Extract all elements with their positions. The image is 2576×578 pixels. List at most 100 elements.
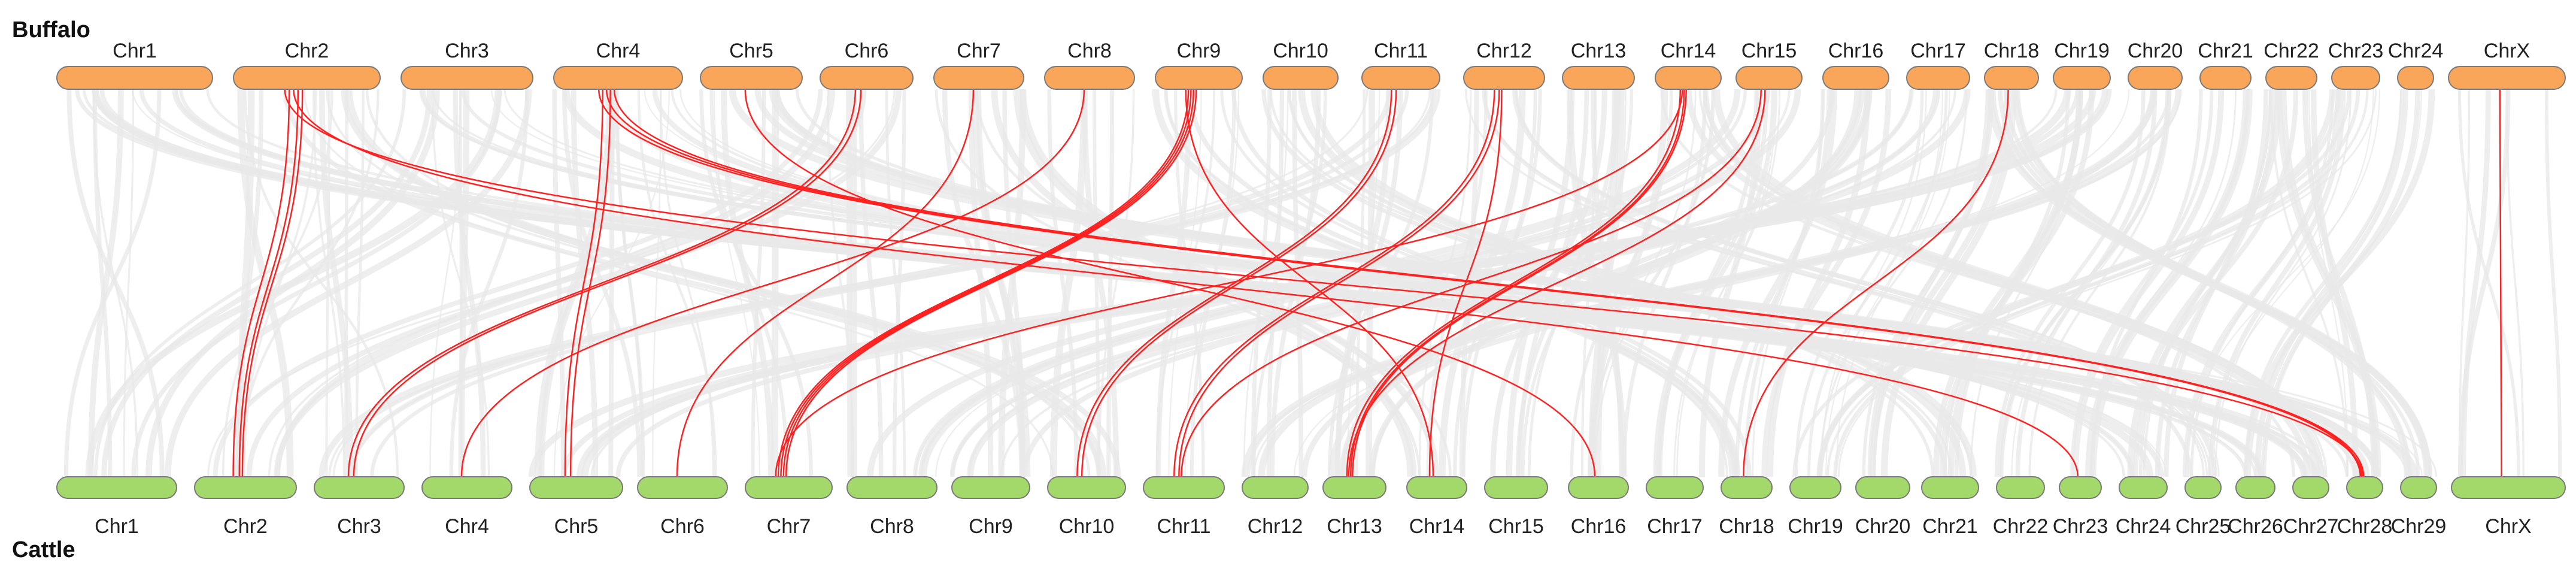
background-link: [968, 89, 994, 477]
background-link: [2208, 89, 2374, 477]
highlight-link: [232, 89, 290, 477]
background-link: [283, 89, 1102, 477]
background-link: [1483, 89, 2211, 477]
highlight-link: [1346, 89, 1682, 477]
bottom-chromosome-bar: [1721, 476, 1773, 499]
background-links-group: [63, 89, 2562, 477]
top-chromosome-bar: [1263, 66, 1339, 90]
highlight-link: [2499, 89, 2502, 477]
background-link: [2310, 89, 2359, 477]
bottom-chromosome-label: Chr26: [2228, 515, 2283, 538]
highlight-link: [782, 89, 1195, 477]
background-link: [123, 89, 135, 477]
highlight-link: [1428, 89, 1503, 477]
bottom-chromosome-bar: [1406, 476, 1467, 499]
bottom-chromosome-label: Chr12: [1248, 515, 1303, 538]
top-chromosome-label: Chr16: [1828, 40, 1884, 62]
top-chromosome-label: Chr5: [729, 40, 773, 62]
bottom-chromosome-bar: [951, 476, 1030, 499]
background-link: [1807, 89, 1948, 477]
background-link: [2506, 89, 2525, 477]
highlight-link: [1076, 89, 1392, 477]
highlight-link: [1185, 89, 1434, 477]
background-link: [2458, 89, 2471, 477]
bottom-chromosome-label: Chr13: [1327, 515, 1382, 538]
bottom-chromosome-bar: [2184, 476, 2222, 499]
background-link: [534, 89, 614, 477]
background-link: [709, 89, 789, 477]
top-chromosome-label: Chr13: [1571, 40, 1627, 62]
bottom-chromosome-bar: [56, 476, 177, 499]
background-link: [341, 89, 1121, 477]
bottom-chromosome-label: Chr20: [1855, 515, 1911, 538]
top-chromosome-bar: [700, 66, 803, 90]
bottom-chromosome-bar: [2451, 476, 2566, 499]
highlight-link: [676, 89, 975, 477]
background-link: [213, 89, 823, 477]
top-chromosome-label: Chr12: [1476, 40, 1532, 62]
background-link: [991, 89, 1414, 477]
top-chromosome-label: Chr1: [113, 40, 157, 62]
top-chromosome-bar: [1562, 66, 1635, 90]
highlight-link: [598, 89, 2362, 477]
top-chromosome-label: Chr14: [1661, 40, 1716, 62]
highlight-link: [1178, 89, 1500, 477]
top-chromosome-bar: [2053, 66, 2111, 90]
top-chromosome-label: Chr19: [2054, 40, 2110, 62]
background-link: [1082, 89, 1119, 477]
bottom-chromosome-label: Chr18: [1719, 515, 1774, 538]
bottom-chromosome-bar: [1855, 476, 1910, 499]
highlight-link: [777, 89, 1190, 477]
bottom-chromosome-bar: [2235, 476, 2275, 499]
top-chromosome-label: Chr2: [285, 40, 329, 62]
bottom-chromosome-label: Chr5: [554, 515, 599, 538]
top-chromosome-bar: [1361, 66, 1440, 90]
highlight-link: [241, 89, 304, 477]
bottom-chromosome-label: Chr21: [1922, 515, 1978, 538]
background-link: [328, 89, 1435, 477]
background-link: [2072, 89, 2225, 477]
background-link: [85, 89, 502, 477]
highlight-link: [460, 89, 1085, 477]
bottom-chromosome-label: Chr10: [1059, 515, 1115, 538]
background-link: [2016, 89, 2412, 477]
top-chromosome-bar: [1655, 66, 1722, 90]
highlight-link: [744, 89, 1596, 477]
bottom-chromosome-label: Chr22: [1993, 515, 2049, 538]
bottom-chromosome-bar: [637, 476, 728, 499]
bottom-chromosome-bar: [1646, 476, 1704, 499]
background-link: [2544, 89, 2562, 477]
bottom-chromosome-bar: [314, 476, 405, 499]
background-link: [1835, 89, 1943, 477]
bottom-chromosome-bar: [529, 476, 623, 499]
bottom-chromosome-label: Chr24: [2116, 515, 2171, 538]
top-chromosome-label: Chr10: [1273, 40, 1328, 62]
background-link: [63, 89, 162, 477]
background-link: [2457, 89, 2511, 477]
background-link: [2085, 89, 2250, 477]
background-link: [2015, 89, 2158, 477]
background-link: [967, 89, 1971, 477]
bottom-chromosome-label: Chr27: [2283, 515, 2339, 538]
background-link: [1825, 89, 1950, 477]
bottom-chromosome-label: Chr2: [223, 515, 268, 538]
top-chromosome-bar: [933, 66, 1024, 90]
bottom-chromosome-bar: [846, 476, 937, 499]
bottom-chromosome-label: Chr19: [1788, 515, 1843, 538]
bottom-chromosome-bar: [1047, 476, 1126, 499]
highlight-link: [1352, 89, 1687, 477]
highlight-link: [347, 89, 857, 477]
top-chromosome-bar: [2199, 66, 2252, 90]
top-chromosome-label: Chr11: [1374, 40, 1428, 62]
bottom-chromosome-bar: [194, 476, 297, 499]
background-link: [1106, 89, 1115, 477]
highlight-link: [1349, 89, 1685, 477]
bottom-chromosome-label: Chr14: [1409, 515, 1465, 538]
highlight-link: [569, 89, 611, 477]
bottom-chromosome-label: Chr3: [337, 515, 381, 538]
bottom-chromosome-bar: [2292, 476, 2329, 499]
background-link: [2276, 89, 2379, 477]
